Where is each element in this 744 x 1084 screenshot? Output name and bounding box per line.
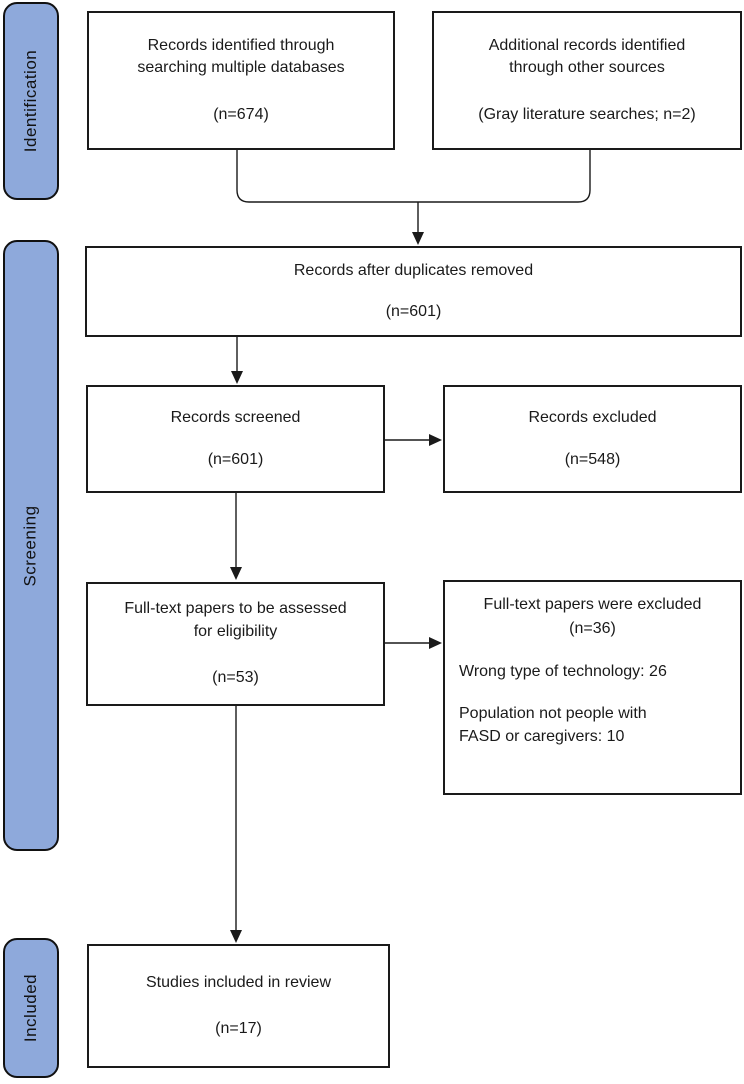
box-records-excluded-line1: Records excluded <box>528 408 657 426</box>
box-fulltext-excluded-reason2: Population not people with FASD or careg… <box>459 703 647 748</box>
stage-label-identification: Identification <box>3 2 59 200</box>
box-duplicates-removed-count: (n=601) <box>385 302 442 320</box>
arrowhead-screened-excluded <box>429 434 442 446</box>
box-records-screened-line1: Records screened <box>170 408 301 426</box>
box-additional-records: Additional records identified through ot… <box>432 11 742 150</box>
box-records-screened: Records screened (n=601) <box>86 385 385 493</box>
box-records-screened-count: (n=601) <box>207 451 264 468</box>
arrowhead-screened-fulltext <box>230 567 242 580</box>
box-fulltext-assessed-count: (n=53) <box>212 669 259 687</box>
connector-identified-merge <box>236 150 418 203</box>
box-records-identified-line1: Records identified through <box>147 36 335 54</box>
box-records-excluded: Records excluded (n=548) <box>443 385 742 493</box>
box-fulltext-excluded-reason1: Wrong type of technology: 26 <box>459 662 667 680</box>
box-records-identified-count: (n=674) <box>213 105 269 123</box>
stage-label-identification-text: Identification <box>21 49 41 153</box>
stage-label-screening-text: Screening <box>21 504 40 587</box>
box-additional-records-line1: Additional records identified <box>488 36 686 54</box>
connector-additional-merge <box>418 150 591 203</box>
arrowhead-merge-duplicates <box>412 232 424 245</box>
box-studies-included: Studies included in review (n=17) <box>87 944 390 1068</box>
box-duplicates-removed-line1: Records after duplicates removed <box>293 262 534 280</box>
box-fulltext-excluded-reason2-line2: FASD or caregivers: 10 <box>459 727 625 745</box>
arrowhead-fulltext-included <box>230 930 242 943</box>
box-records-identified: Records identified through searching mul… <box>87 11 395 150</box>
box-fulltext-excluded-line1: Full-text papers were excluded <box>483 596 702 613</box>
box-fulltext-excluded-count: (n=36) <box>569 620 616 638</box>
stage-label-screening: Screening <box>3 240 59 851</box>
box-fulltext-assessed-line1: Full-text papers to be assessed <box>124 600 347 618</box>
stage-label-included-text: Included <box>21 973 40 1043</box>
box-studies-included-count: (n=17) <box>215 1020 262 1037</box>
box-duplicates-removed: Records after duplicates removed (n=601) <box>85 246 742 337</box>
arrowhead-duplicates-screened <box>231 371 243 384</box>
box-fulltext-assessed-line2: for eligibility <box>193 622 278 640</box>
box-additional-records-count: (Gray literature searches; n=2) <box>478 105 696 123</box>
box-records-excluded-count: (n=548) <box>564 451 621 468</box>
box-studies-included-line1: Studies included in review <box>146 973 331 991</box>
box-fulltext-excluded-reason2-line1: Population not people with <box>459 705 647 723</box>
arrowhead-fulltext-ftexcluded <box>429 637 442 649</box>
stage-label-included: Included <box>3 938 59 1078</box>
box-fulltext-excluded: Full-text papers were excluded (n=36) Wr… <box>443 580 742 795</box>
box-additional-records-line2: through other sources <box>509 59 665 77</box>
box-records-identified-line2: searching multiple databases <box>137 59 345 77</box>
box-fulltext-assessed: Full-text papers to be assessed for elig… <box>86 582 385 706</box>
